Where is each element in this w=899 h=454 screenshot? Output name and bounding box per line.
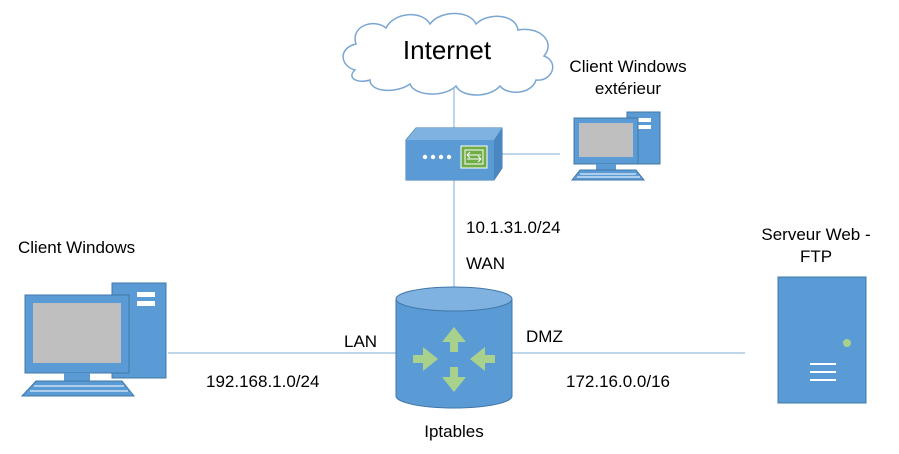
lan-subnet-label: 192.168.1.0/24 <box>206 372 320 391</box>
wan-subnet-label: 10.1.31.0/24 <box>466 218 561 237</box>
server-label-line1: Serveur Web - <box>761 225 871 244</box>
external-client-computer-icon <box>570 111 661 181</box>
router-icon <box>405 127 503 181</box>
external-client-label-line1: Client Windows <box>569 57 687 76</box>
lan-label: LAN <box>344 332 378 351</box>
server-icon <box>777 276 867 404</box>
firewall-label: Iptables <box>424 422 484 441</box>
wan-label: WAN <box>466 254 506 273</box>
internet-label: Internet <box>402 35 492 65</box>
dmz-label: DMZ <box>526 327 563 346</box>
external-client-label: Client Windows extérieur <box>548 56 708 100</box>
server-label: Serveur Web - FTP <box>746 224 886 268</box>
client-label: Client Windows <box>18 238 136 257</box>
firewall-icon <box>395 286 513 409</box>
dmz-subnet-label: 172.16.0.0/16 <box>566 372 670 391</box>
external-client-label-line2: extérieur <box>594 79 662 98</box>
cloud-icon <box>342 12 554 96</box>
client-computer-icon <box>20 282 167 397</box>
server-label-line2: FTP <box>799 247 833 266</box>
